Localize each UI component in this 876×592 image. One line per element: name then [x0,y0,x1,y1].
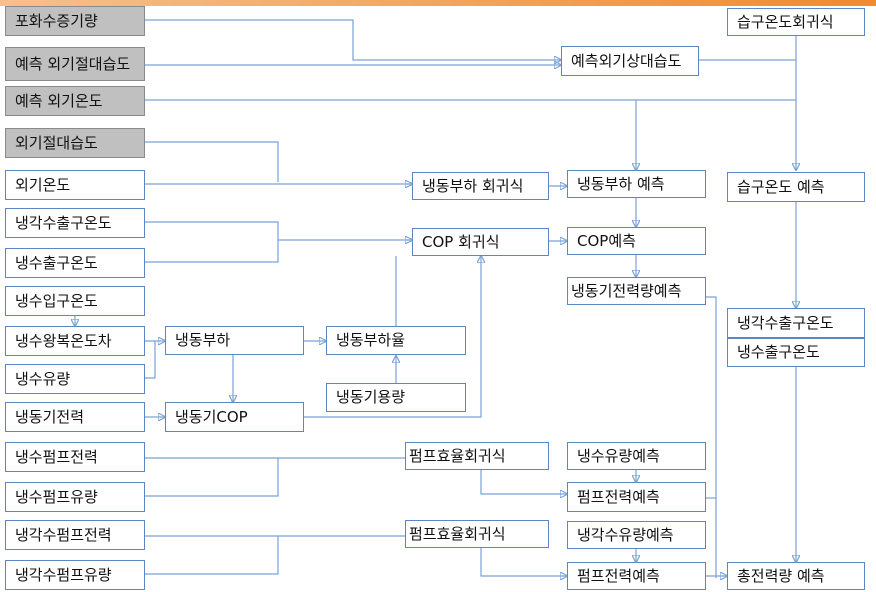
cop-prediction-box: COP예측 [567,227,706,255]
cop-prediction-label: COP예측 [577,231,636,250]
saturated-vapor-label: 포화수증기량 [15,11,98,30]
cooling-load-box: 냉동부하 [165,326,304,355]
chilled-water-delta-t-label: 냉수왕복온도차 [15,331,112,350]
pred-cooling-out-temp-label: 냉각수출구온도 [737,313,834,332]
pump-eff-regression-2-box: 펌프효율회귀식 [405,520,549,548]
cooling-flow-prediction-label: 냉각수유량예측 [577,525,674,544]
cooling-pump-power-label: 냉각수펌프전력 [15,525,112,544]
chiller-cop-label: 냉동기COP [175,407,248,426]
pred-ext-abs-humidity-label: 예측 외기절대습도 [15,54,131,73]
pump-power-prediction-2-box: 펌프전력예측 [567,562,706,590]
pred-ext-rel-humidity-box: 예측외기상대습도 [561,46,699,76]
chiller-cop-box: 냉동기COP [165,402,304,432]
load-regression-label: 냉동부하 회귀식 [422,176,524,195]
chiller-power-box: 냉동기전력 [5,402,145,432]
pump-power-prediction-1-box: 펌프전력예측 [567,482,706,512]
pump-eff-regression-1-box: 펌프효율회귀식 [405,442,549,470]
chilled-pump-flow-box: 냉수펌프유량 [5,482,145,512]
chilled-water-flow-box: 냉수유량 [5,364,145,394]
ext-abs-humidity-box: 외기절대습도 [5,128,145,158]
pred-ext-temp-label: 예측 외기온도 [15,91,103,110]
load-ratio-label: 냉동부하율 [336,331,406,349]
pump-power-prediction-2-label: 펌프전력예측 [577,566,660,585]
chilled-flow-prediction-box: 냉수유량예측 [567,442,706,470]
pred-ext-abs-humidity-box: 예측 외기절대습도 [5,47,145,81]
chilled-water-out-temp-box: 냉수출구온도 [5,248,145,278]
saturated-vapor-box: 포화수증기량 [5,6,145,36]
chilled-pump-power-box: 냉수펌프전력 [5,442,145,472]
ext-temp-box: 외기온도 [5,170,145,200]
cop-regression-label: COP 회귀식 [422,232,500,251]
ext-abs-humidity-label: 외기절대습도 [15,133,98,152]
cooling-pump-flow-box: 냉각수펌프유량 [5,560,145,590]
load-ratio-box: 냉동부하율 [326,326,466,355]
pred-ext-rel-humidity-label: 예측외기상대습도 [571,51,682,70]
chiller-capacity-box: 냉동기용량 [326,383,466,412]
total-power-prediction-label: 총전력량 예측 [737,566,825,585]
chilled-water-flow-label: 냉수유량 [15,369,71,388]
wetbulb-prediction-box: 습구온도 예측 [727,172,865,202]
wetbulb-regression-label: 습구온도회귀식 [737,12,834,31]
chilled-pump-power-label: 냉수펌프전력 [15,447,98,466]
cooling-pump-power-box: 냉각수펌프전력 [5,520,145,550]
load-regression-box: 냉동부하 회귀식 [412,172,549,200]
cooling-load-label: 냉동부하 [175,331,231,349]
chilled-water-delta-t-box: 냉수왕복온도차 [5,326,145,356]
chilled-pump-flow-label: 냉수펌프유량 [15,487,98,506]
load-prediction-box: 냉동부하 예측 [567,170,706,198]
chilled-water-in-temp-label: 냉수입구온도 [15,291,98,310]
pred-chilled-out-temp-label: 냉수출구온도 [737,343,820,361]
cop-regression-box: COP 회귀식 [412,228,549,256]
total-power-prediction-box: 총전력량 예측 [727,562,865,590]
chiller-power-label: 냉동기전력 [15,407,85,426]
cooling-pump-flow-label: 냉각수펌프유량 [15,565,112,584]
chiller-capacity-label: 냉동기용량 [336,388,406,406]
ext-temp-label: 외기온도 [15,175,71,194]
cooling-water-out-temp-label: 냉각수출구온도 [15,213,112,232]
chiller-power-prediction-box: 냉동기전력량예측 [567,277,706,305]
wetbulb-prediction-label: 습구온도 예측 [737,177,825,196]
chiller-power-prediction-label: 냉동기전력량예측 [571,281,682,300]
pump-power-prediction-1-label: 펌프전력예측 [577,487,660,506]
pump-eff-regression-1-label: 펌프효율회귀식 [409,446,506,465]
chilled-water-out-temp-label: 냉수출구온도 [15,253,98,272]
pred-ext-temp-box: 예측 외기온도 [5,86,145,116]
load-prediction-label: 냉동부하 예측 [577,174,665,193]
top-accent-bar [0,0,876,6]
pred-chilled-out-temp-box: 냉수출구온도 [727,338,865,367]
chilled-flow-prediction-label: 냉수유량예측 [577,446,660,465]
cooling-water-out-temp-box: 냉각수출구온도 [5,208,145,238]
pump-eff-regression-2-label: 펌프효율회귀식 [409,524,506,543]
wetbulb-regression-box: 습구온도회귀식 [727,8,865,36]
cooling-flow-prediction-box: 냉각수유량예측 [567,521,706,549]
pred-cooling-out-temp-box: 냉각수출구온도 [727,308,865,338]
chilled-water-in-temp-box: 냉수입구온도 [5,286,145,316]
